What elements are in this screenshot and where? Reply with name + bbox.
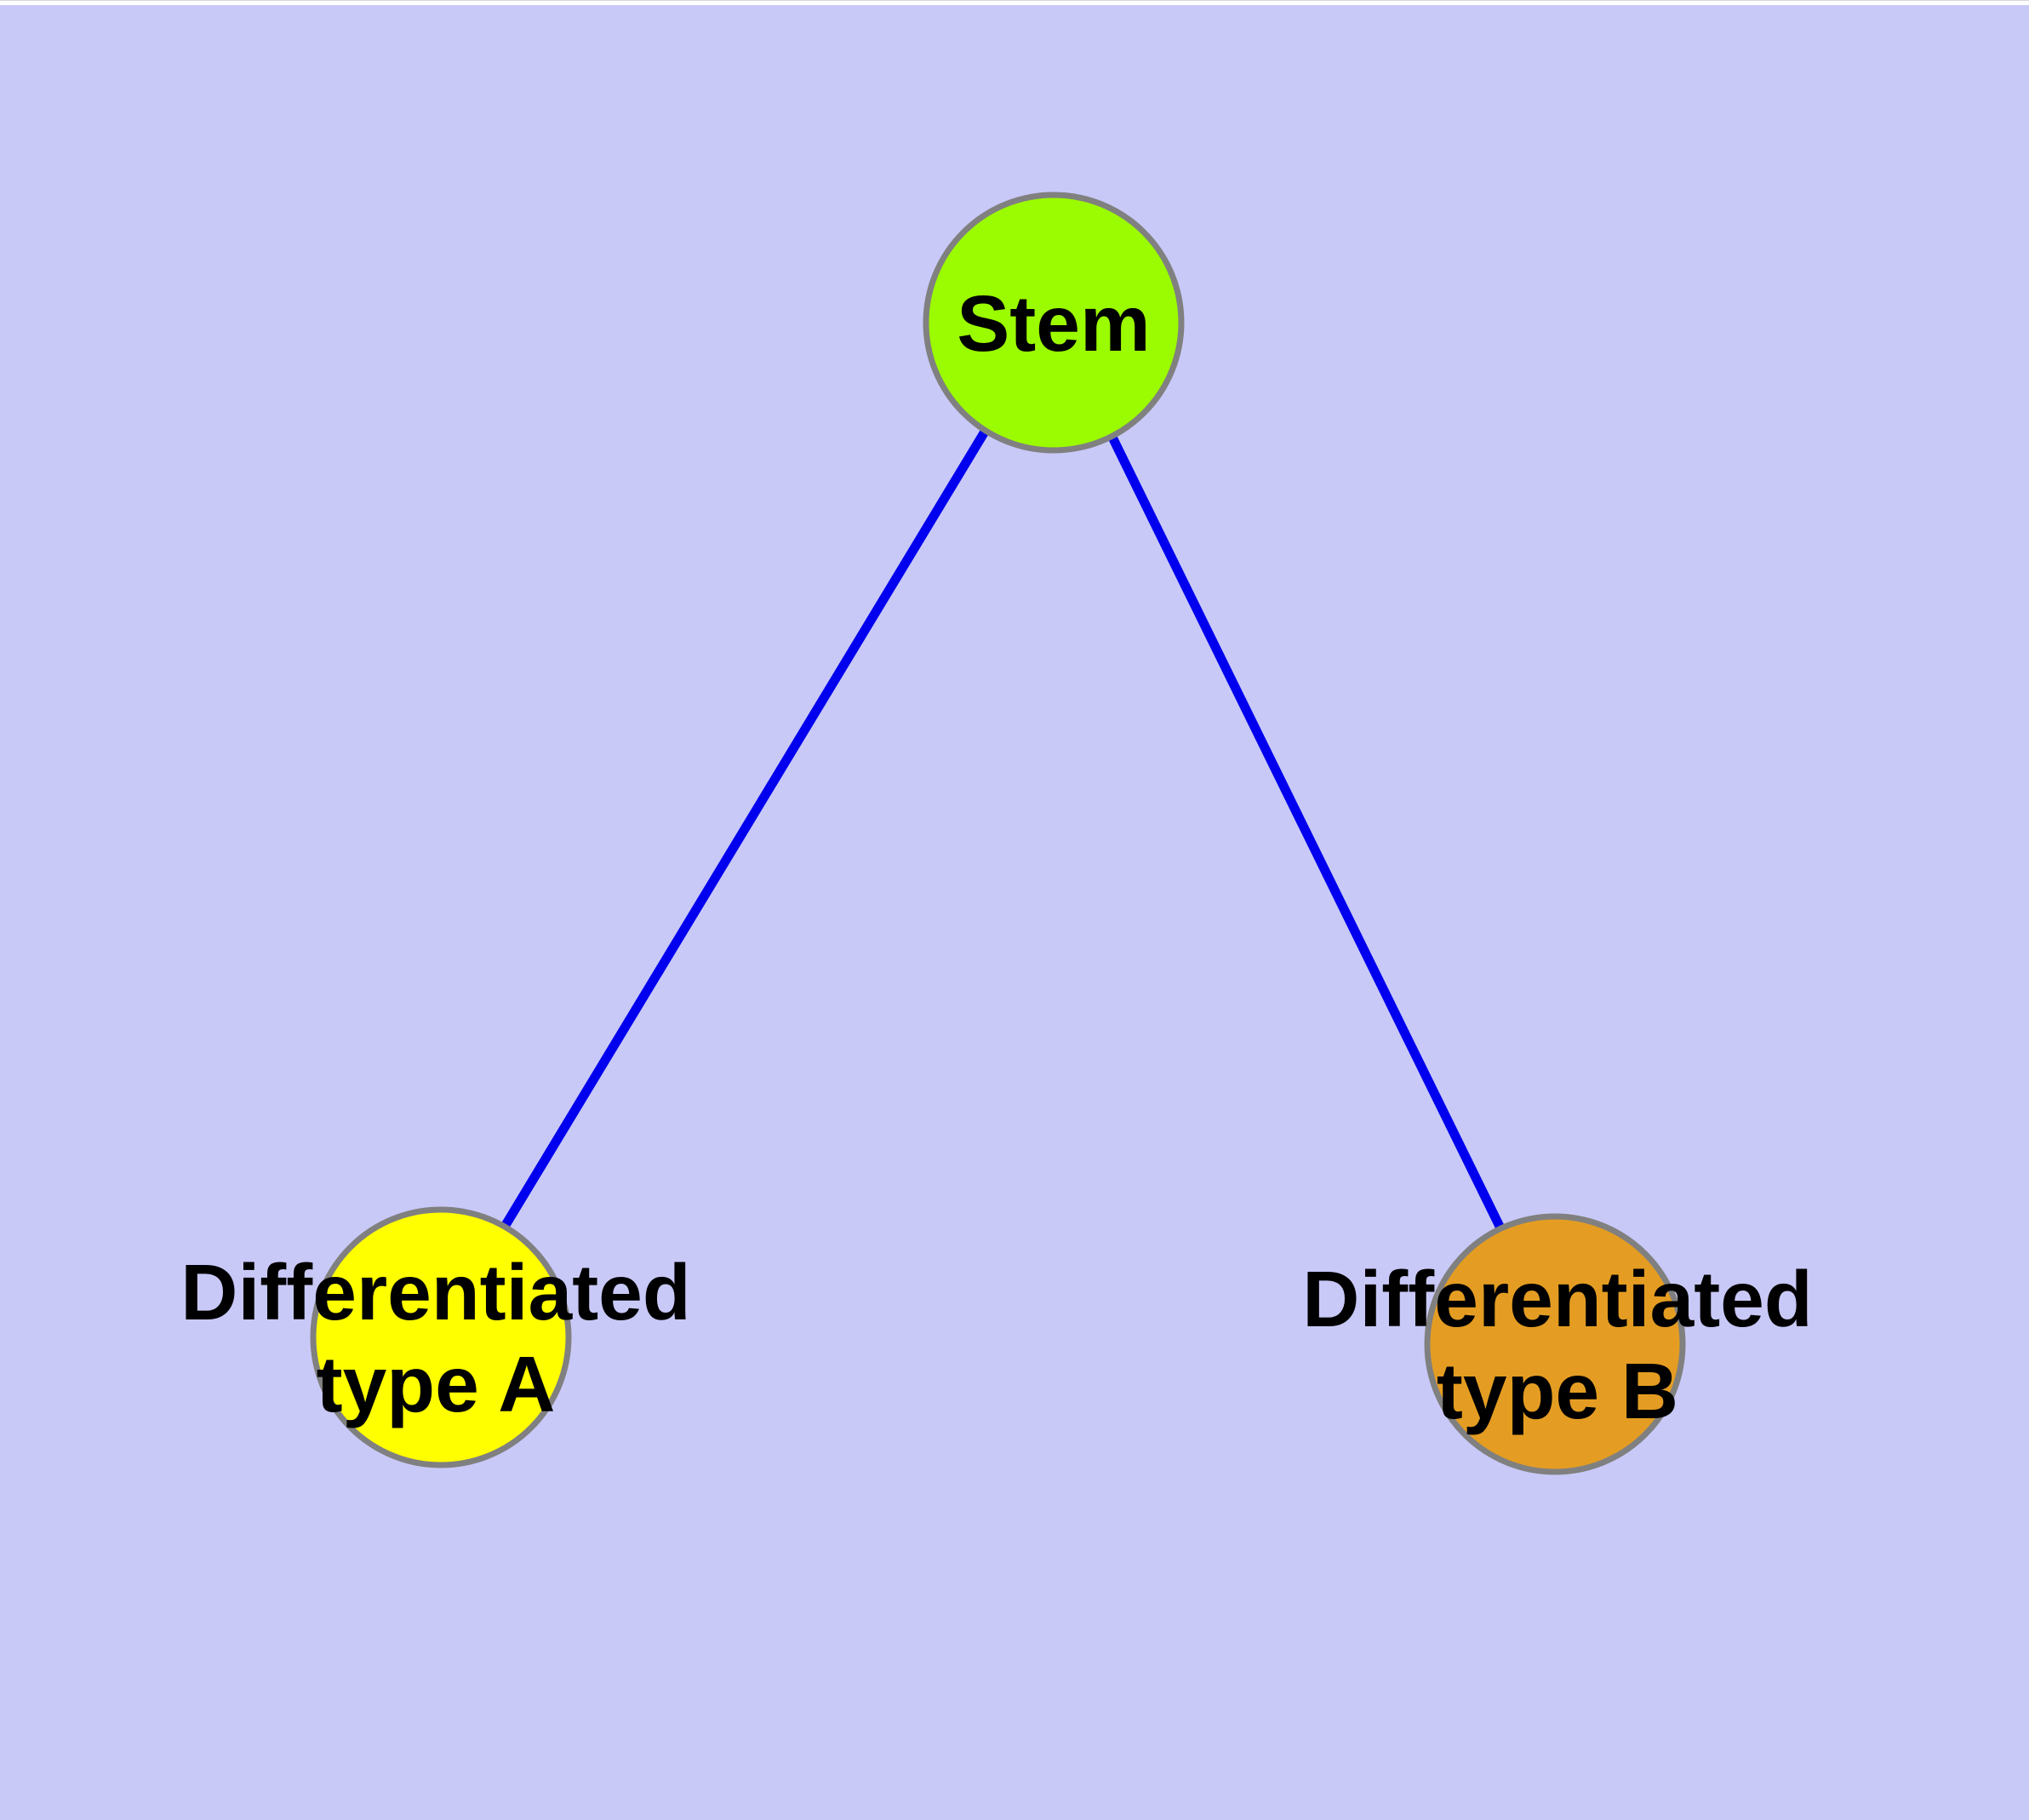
node-label-stem: Stem	[957, 279, 1150, 368]
node-type-a-circle	[310, 1206, 572, 1468]
node-stem-circle	[923, 192, 1185, 454]
node-label-type-b-line2: type B	[1437, 1347, 1678, 1435]
node-type-b-circle	[1424, 1213, 1686, 1475]
node-label-type-b-line1: Differentiated	[1302, 1255, 1812, 1343]
edge-stem-to-type-b	[1049, 315, 1559, 1342]
window-top-strip	[0, 0, 2029, 5]
graph-canvas: Stem Differentiated type A Differentiate…	[0, 5, 2029, 1820]
node-label-type-a-line1: Differentiated	[180, 1248, 690, 1336]
node-label-type-a-line2: type A	[317, 1340, 556, 1428]
diagram-svg: Stem Differentiated type A Differentiate…	[0, 5, 2029, 1820]
edge-stem-to-type-a	[437, 315, 1058, 1335]
